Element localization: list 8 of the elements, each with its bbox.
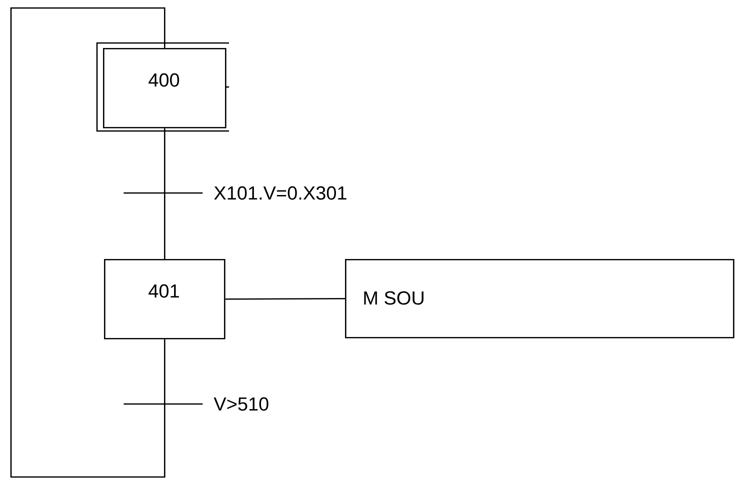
connector-line <box>164 128 166 259</box>
transition-label: V>510 <box>212 396 270 412</box>
connector-line <box>225 298 345 300</box>
initial-step-box: 400 <box>96 42 229 132</box>
connector-line <box>10 7 166 478</box>
transition-label: X101.V=0.X301 <box>212 185 348 201</box>
action-box: M SOU <box>345 259 734 338</box>
step-box: 401 <box>104 259 226 340</box>
